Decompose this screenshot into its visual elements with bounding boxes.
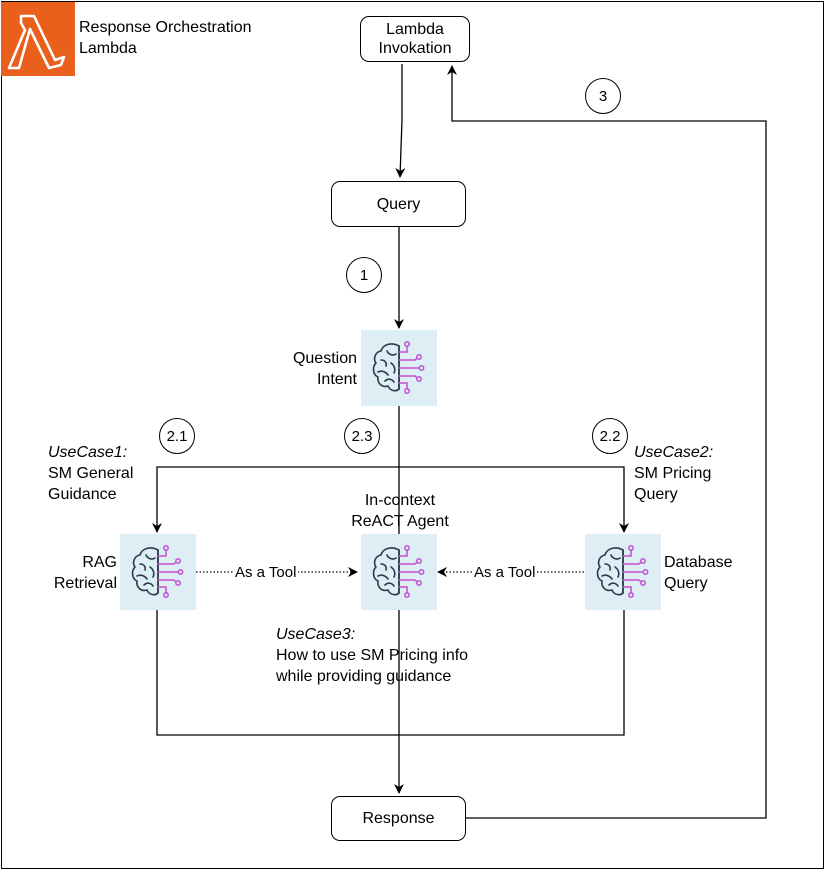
ml-brain-icon — [596, 545, 649, 598]
edge-branch-right — [399, 466, 629, 533]
usecase1-annotation: UseCase1: SM General Guidance — [48, 444, 134, 503]
edge-rag-to-response — [156, 610, 399, 736]
usecase2-annotation: UseCase2: SM Pricing Query — [634, 444, 714, 503]
react-agent-label: In-context ReACT Agent — [351, 492, 449, 530]
step-3-badge: 3 — [585, 78, 621, 114]
step-2-2-badge: 2.2 — [592, 418, 628, 454]
lambda-invocation-node[interactable]: Lambda Invokation — [360, 16, 470, 62]
query-node[interactable]: Query — [331, 181, 466, 227]
question-intent-ml-icon — [361, 330, 437, 406]
response-node[interactable]: Response — [331, 796, 466, 841]
lambda-title: Response Orchestration Lambda — [79, 19, 252, 57]
database-query-ml-icon — [585, 534, 661, 610]
step-1-badge: 1 — [346, 257, 382, 293]
rag-retrieval-label: RAG Retrieval — [53, 554, 117, 592]
rag-retrieval-ml-icon — [120, 534, 196, 610]
db-tool-edge-label: As a Tool — [472, 564, 538, 582]
step-2-1-badge: 2.1 — [159, 418, 195, 454]
edge-db-to-response — [399, 610, 625, 736]
database-query-label: Database Query — [664, 554, 733, 592]
react-agent-ml-icon — [361, 534, 437, 610]
usecase3-annotation: UseCase3: How to use SM Pricing info whi… — [276, 626, 469, 685]
ml-brain-icon — [372, 545, 425, 598]
lambda-icon — [1, 2, 75, 76]
edge-branch-left — [152, 466, 399, 533]
edge-response-loop — [447, 65, 767, 819]
edge-invocation-to-query — [395, 64, 406, 178]
question-intent-label: Question Intent — [292, 350, 357, 388]
ml-brain-icon — [131, 545, 184, 598]
ml-brain-icon — [372, 341, 425, 394]
rag-tool-edge-label: As a Tool — [233, 564, 299, 582]
step-2-3-badge: 2.3 — [344, 418, 380, 454]
